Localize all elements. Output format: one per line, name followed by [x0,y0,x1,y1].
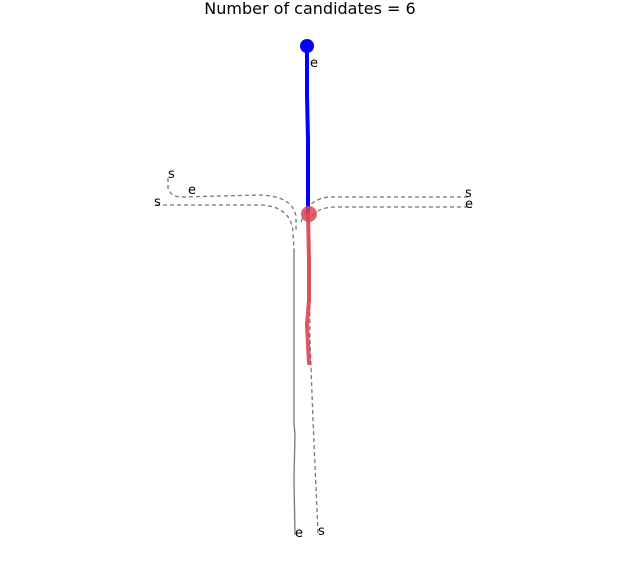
history-start-marker [300,39,314,53]
label-west-upper-end: e [188,183,196,198]
label-west-lower-start: s [154,195,161,210]
lane-south-left [293,250,296,536]
lane-west-upper [167,178,297,230]
current-position-marker [301,206,317,222]
label-history-end: e [310,56,318,71]
label-west-upper-start: s [168,167,175,182]
lane-west-lower [156,204,295,251]
future-track-line [304,212,311,365]
history-track-line [305,44,310,216]
history-track [300,39,314,216]
lane-labels: s e s s e s e e [154,56,473,541]
figure-title: Number of candidates = 6 [204,0,415,18]
future-track [301,206,317,365]
lane-east-lower [310,206,468,219]
label-south-left-end: e [295,526,303,541]
candidate-lanes [156,178,468,536]
label-east-upper-start: s [465,186,472,201]
label-east-lower-end: e [465,197,473,212]
lane-east-upper [300,196,468,223]
label-south-right-start: s [318,524,325,539]
